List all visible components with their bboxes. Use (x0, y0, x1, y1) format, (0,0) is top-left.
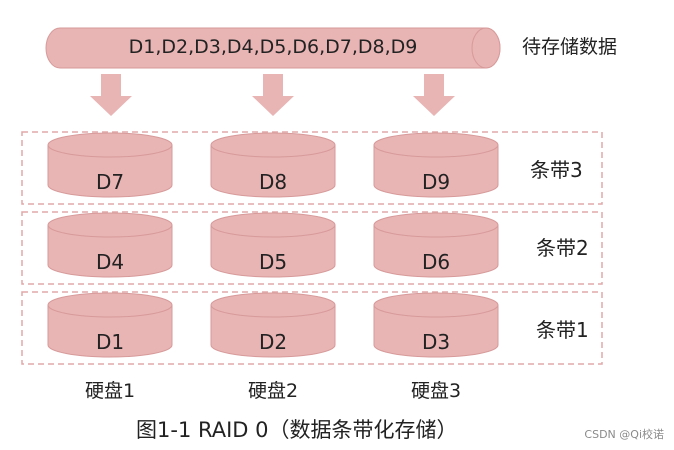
disk-label-d5: D5 (258, 250, 288, 274)
drive-label-1: 硬盘1 (84, 380, 136, 402)
disk-label-d2: D2 (258, 330, 288, 354)
disk-cylinder (47, 212, 173, 278)
disk-label-d3: D3 (421, 330, 451, 354)
disk-cylinder (210, 132, 336, 198)
disk-label-d6: D6 (421, 250, 451, 274)
drive-label-2: 硬盘2 (247, 380, 299, 402)
stripe-label-3: 条带3 (530, 158, 583, 182)
disk-cylinder (47, 292, 173, 358)
disk-label-d8: D8 (258, 170, 288, 194)
disk-label-d9: D9 (421, 170, 451, 194)
disk-cylinder (47, 132, 173, 198)
stripe-label-1: 条带1 (536, 318, 589, 342)
source-cylinder (45, 27, 501, 69)
disk-label-d1: D1 (95, 330, 125, 354)
drive-label-3: 硬盘3 (410, 380, 462, 402)
disk-cylinder (373, 132, 499, 198)
disk-label-d7: D7 (95, 170, 125, 194)
stripe-box-1 (21, 291, 603, 365)
stripe-box-3 (21, 131, 603, 205)
arrow-down-2 (252, 74, 294, 116)
source-cylinder-text: D1,D2,D3,D4,D5,D6,D7,D8,D9 (128, 36, 418, 58)
disk-cylinder (210, 212, 336, 278)
stripe-box-2 (21, 211, 603, 285)
disk-cylinder (373, 212, 499, 278)
disk-cylinder (373, 292, 499, 358)
watermark: CSDN @Qi校诺 (584, 428, 664, 441)
disk-cylinder (210, 292, 336, 358)
arrow-down-1 (90, 74, 132, 116)
stripe-label-2: 条带2 (536, 236, 589, 260)
source-label: 待存储数据 (522, 36, 618, 58)
figure-caption: 图1-1 RAID 0（数据条带化存储） (136, 418, 458, 442)
disk-label-d4: D4 (95, 250, 125, 274)
arrow-down-3 (413, 74, 455, 116)
